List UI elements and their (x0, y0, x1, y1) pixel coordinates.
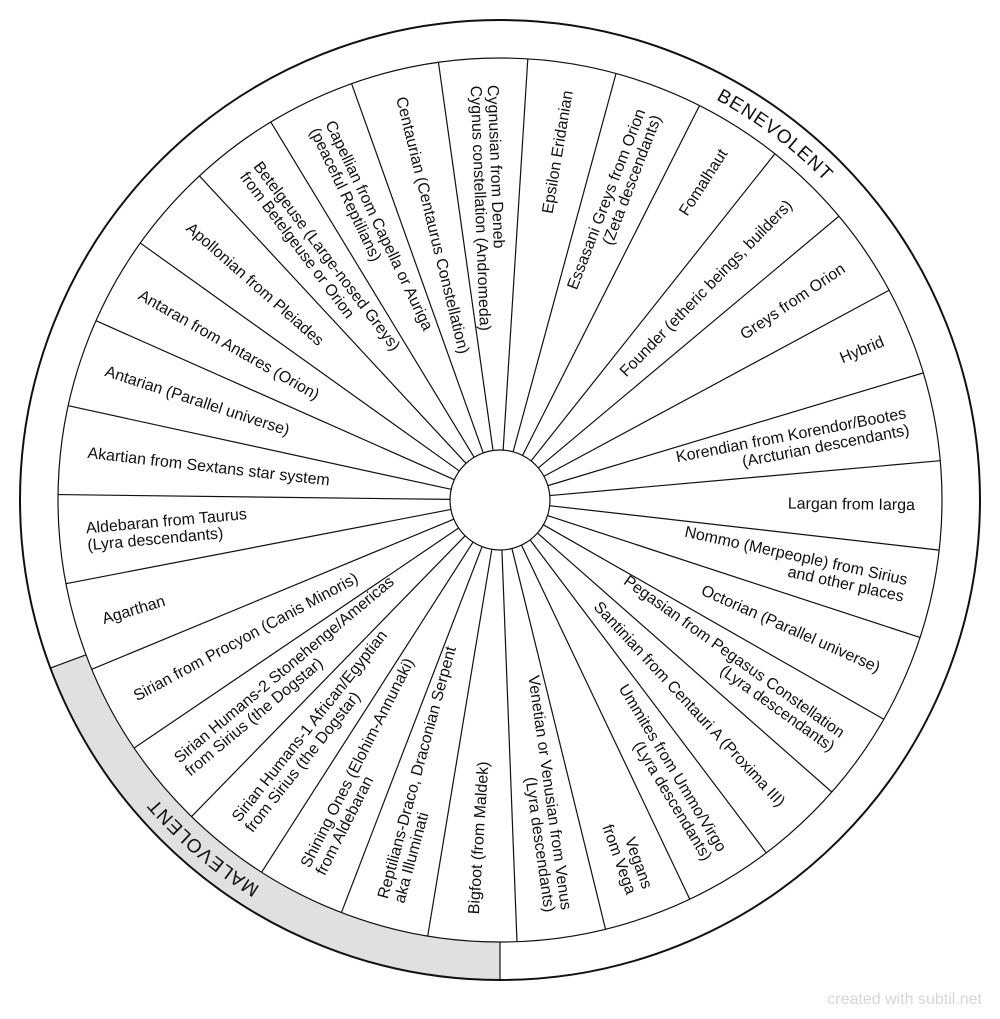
segment-label: Agarthan (100, 593, 167, 628)
segment-divider (91, 518, 455, 670)
segment-divider (133, 527, 459, 749)
segment-label: Greys from Orion (737, 261, 848, 344)
segment-label: Bigfoot (from Maldek) (466, 761, 493, 915)
segment-divider (547, 372, 924, 487)
segment-label-line: Fomalhaut (676, 146, 731, 219)
segment-label: Akartian from Sextans star system (87, 445, 331, 490)
segment-divider (501, 549, 518, 942)
benevolent-label: BENEVOLENT (713, 85, 836, 185)
segment-label: Venetian or Venusian from Venus(Lyra des… (508, 674, 575, 913)
segment-label-line: Cygnusian from Deneb (484, 85, 507, 249)
segment-label: Fomalhaut (676, 146, 731, 219)
segment-label-line: Epsilon Eridanian (540, 89, 577, 215)
segment-dividers (58, 58, 941, 942)
segment-label: Epsilon Eridanian (540, 89, 577, 215)
watermark: created with subtil.net (827, 991, 982, 1008)
segment-divider (351, 83, 484, 454)
segment-divider (537, 532, 833, 793)
segment-label: Cygnusian from DenebCygnus constellation… (467, 85, 510, 332)
segment-divider (549, 505, 940, 551)
segment-divider (520, 544, 691, 900)
segment-label-line: Largan from Iarga (788, 496, 915, 515)
segment-label-line: Ummites from Ummo/Virgo (615, 682, 729, 856)
segment-divider (547, 514, 921, 639)
segment-label-line: Hybrid (838, 334, 887, 367)
segment-divider (437, 62, 494, 451)
segment-label: Korendian from Korendor/Bootes(Arcturian… (675, 405, 911, 483)
segment-divider (549, 460, 941, 497)
segment-label-line: Founder (etheric beings, builders) (617, 197, 796, 380)
segment-divider (512, 73, 617, 452)
segment-divider (58, 493, 451, 500)
segment-divider (68, 405, 452, 490)
segment-divider (543, 289, 890, 477)
segment-divider (427, 549, 493, 937)
segment-label-line: Greys from Orion (737, 261, 848, 344)
segment-divider (191, 535, 466, 818)
segment-divider (261, 541, 474, 873)
segment-label: Aldebaran from Taurus(Lyra descendants) (85, 506, 249, 554)
segment-label: Vegansfrom Vega (598, 817, 655, 897)
segment-divider (502, 58, 529, 451)
center-hub (449, 449, 551, 551)
segment-divider (530, 153, 776, 462)
segment-divider (95, 320, 455, 481)
band-divider-left (50, 654, 87, 669)
segment-divider (340, 546, 483, 913)
segment-divider (537, 215, 840, 469)
segment-divider (522, 105, 701, 456)
segment-divider (511, 548, 607, 930)
segment-divider (140, 242, 460, 472)
segment-divider (65, 508, 452, 585)
segment-label: Founder (etheric beings, builders) (617, 197, 796, 380)
segment-divider (529, 539, 767, 854)
segment-divider (543, 524, 885, 720)
segment-divider (198, 175, 467, 464)
inner-ring (57, 57, 943, 943)
segment-label-line: Essasani Greys from Orion (565, 107, 650, 292)
segment-label-line: Agarthan (100, 593, 167, 628)
segment-label: Largan from Iarga (788, 496, 915, 515)
segment-divider (270, 121, 475, 458)
segment-label-line: Bigfoot (from Maldek) (466, 761, 493, 915)
segment-label: Hybrid (838, 334, 887, 367)
segment-label-line: Akartian from Sextans star system (87, 445, 331, 490)
